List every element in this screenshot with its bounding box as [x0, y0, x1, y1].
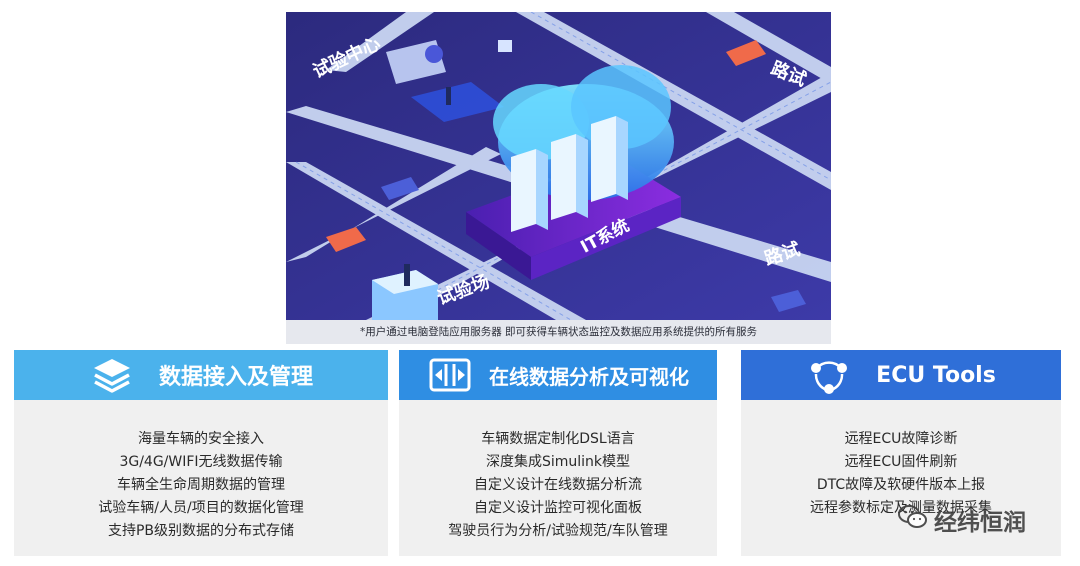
list-item: 车辆数据定制化DSL语言: [481, 431, 635, 447]
card-list: 海量车辆的安全接入 3G/4G/WIFI无线数据传输 车辆全生命周期数据的管理 …: [14, 428, 388, 543]
card-title: ECU Tools: [876, 362, 996, 388]
list-item: 驾驶员行为分析/试验规范/车队管理: [448, 523, 668, 539]
layers-icon: [89, 355, 135, 395]
list-item: 3G/4G/WIFI无线数据传输: [119, 454, 283, 470]
watermark-text: 经纬恒润: [934, 510, 1026, 536]
card-data-access: 数据接入及管理 海量车辆的安全接入 3G/4G/WIFI无线数据传输 车辆全生命…: [14, 350, 388, 556]
wechat-icon: [898, 504, 928, 536]
list-item: 支持PB级别数据的分布式存储: [107, 523, 295, 539]
hero-caption: *用户通过电脑登陆应用服务器 即可获得车辆状态监控及数据应用系统提供的所有服务: [286, 320, 831, 344]
transfer-icon: [427, 355, 473, 395]
list-item: 试验车辆/人员/项目的数据化管理: [98, 500, 304, 516]
list-item: 车辆全生命周期数据的管理: [117, 477, 285, 493]
list-item: 远程ECU故障诊断: [844, 431, 958, 447]
card-ecu-tools: ECU Tools 远程ECU故障诊断 远程ECU固件刷新 DTC故障及软硬件版…: [741, 350, 1061, 556]
card-header: 在线数据分析及可视化: [399, 350, 717, 400]
hero-illustration: 试验中心 路试 路试 试验场 IT系统: [286, 12, 831, 320]
list-item: DTC故障及软硬件版本上报: [816, 477, 986, 493]
list-item: 远程ECU固件刷新: [844, 454, 958, 470]
card-header: ECU Tools: [741, 350, 1061, 400]
card-header: 数据接入及管理: [14, 350, 388, 400]
card-list: 车辆数据定制化DSL语言 深度集成Simulink模型 自定义设计在线数据分析流…: [399, 428, 717, 543]
card-title: 数据接入及管理: [158, 365, 313, 390]
list-item: 深度集成Simulink模型: [485, 454, 631, 470]
card-online-analysis: 在线数据分析及可视化 车辆数据定制化DSL语言 深度集成Simulink模型 自…: [399, 350, 717, 556]
watermark: 经纬恒润: [898, 503, 1026, 537]
list-item: 自定义设计在线数据分析流: [474, 477, 642, 493]
network-icon: [806, 355, 852, 395]
list-item: 自定义设计监控可视化面板: [474, 500, 642, 516]
list-item: 海量车辆的安全接入: [138, 431, 264, 447]
card-title: 在线数据分析及可视化: [489, 364, 689, 389]
